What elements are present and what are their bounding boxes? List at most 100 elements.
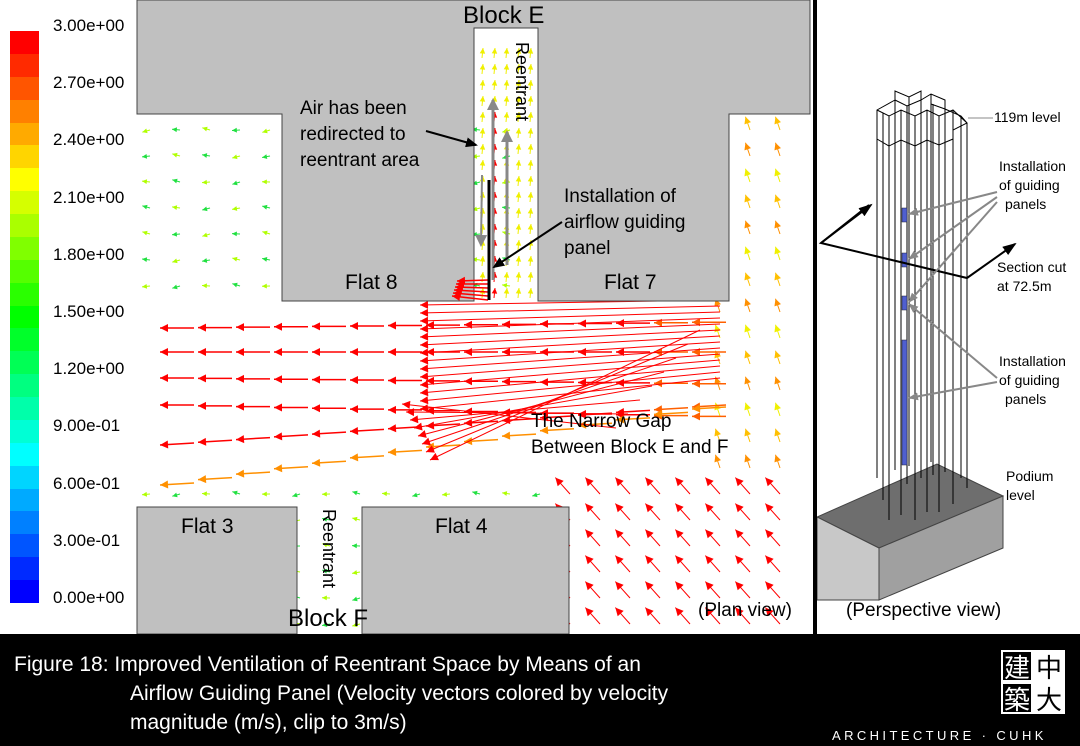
velocity-vector-head <box>654 409 663 418</box>
velocity-vector-head <box>585 477 594 487</box>
velocity-vector-head <box>540 426 549 435</box>
velocity-vector-head <box>479 256 486 262</box>
install-lower-line-2: of guiding <box>999 372 1060 388</box>
velocity-vector-head <box>479 144 486 150</box>
guiding-panel-3 <box>901 295 908 311</box>
logo-char-2: 中 <box>1033 650 1065 684</box>
velocity-vector-head <box>426 321 434 330</box>
velocity-vector-head <box>527 48 534 54</box>
velocity-vector-head <box>502 283 508 288</box>
perspective-view-drawing <box>817 90 1017 601</box>
velocity-vector-head <box>578 420 587 429</box>
velocity-vector <box>419 311 721 322</box>
velocity-vector-head <box>578 348 586 356</box>
panel-pointers-upper <box>908 191 998 303</box>
velocity-vector-head <box>420 404 429 413</box>
colorbar-tick-6: 1.20e+00 <box>53 359 125 379</box>
architecture-cuhk-wordmark: ARCHITECTURE · CUHK <box>832 728 1047 743</box>
velocity-vector-head <box>515 160 522 166</box>
velocity-vector-head <box>735 477 744 487</box>
velocity-vector <box>401 403 617 429</box>
velocity-vector-head <box>515 64 522 70</box>
colorbar-band-14 <box>10 351 39 375</box>
colorbar-band-21 <box>10 511 39 535</box>
colorbar-tick-9: 3.00e-01 <box>53 530 121 550</box>
velocity-vector-head <box>479 48 486 54</box>
velocity-vector-head <box>515 240 522 246</box>
velocity-vector-head <box>312 458 321 467</box>
velocity-vector-head <box>765 607 774 617</box>
colorbar-tick-1: 2.70e+00 <box>53 73 125 93</box>
velocity-vector-head <box>692 318 700 327</box>
panel-pointers-lower <box>908 303 998 401</box>
velocity-vector-head <box>615 581 624 591</box>
velocity-vector-head <box>479 112 486 118</box>
section-cut-start-arrow <box>820 203 873 244</box>
velocity-vector-head <box>352 543 357 549</box>
velocity-vector-head <box>198 475 207 484</box>
velocity-vector-head <box>714 324 721 333</box>
velocity-vector-head <box>615 555 624 565</box>
velocity-vector-head <box>202 179 207 185</box>
velocity-vector-head <box>236 374 244 383</box>
velocity-vector-head <box>735 581 744 591</box>
colorbar-band-8 <box>10 214 39 237</box>
velocity-vector-head <box>160 348 168 356</box>
velocity-vector-head <box>585 503 594 513</box>
velocity-vector-head <box>142 204 148 210</box>
velocity-vector-head <box>262 257 268 262</box>
velocity-vector-head <box>616 348 624 356</box>
velocity-vector-head <box>675 529 684 539</box>
velocity-vector-head <box>735 607 744 617</box>
velocity-vector-head <box>406 408 415 417</box>
velocity-vector-head <box>160 324 168 332</box>
colorbar-tick-3: 2.10e+00 <box>53 187 125 207</box>
caption-line-1: Figure 18: Improved Ventilation of Reent… <box>14 653 641 676</box>
install-lower-line-3: panels <box>1005 391 1047 407</box>
install-upper-note: Installation of guiding panels <box>999 157 1066 214</box>
velocity-vector <box>417 371 665 437</box>
velocity-vector-head <box>503 112 510 118</box>
velocity-vector-head <box>322 517 328 522</box>
velocity-vector-head <box>202 491 207 497</box>
velocity-vector-head <box>262 204 268 210</box>
velocity-vector-head <box>774 298 781 307</box>
velocity-vector <box>419 371 721 402</box>
velocity-vector-head <box>705 607 714 617</box>
velocity-vector-head <box>765 529 774 539</box>
redirect-pointer-arrow <box>425 130 478 148</box>
velocity-vector-head <box>744 350 751 359</box>
velocity-vector-head <box>735 555 744 565</box>
colorbar-band-6 <box>10 168 39 192</box>
velocity-vector-head <box>388 321 396 330</box>
velocity-vector-head <box>142 128 148 134</box>
velocity-vector-head <box>142 230 148 236</box>
velocity-vector-head <box>527 208 534 214</box>
velocity-vector-head <box>744 324 751 333</box>
velocity-vector-head <box>615 477 624 487</box>
velocity-vector-head <box>765 555 774 565</box>
velocity-vector-head <box>479 128 486 134</box>
colorbar-band-12 <box>10 305 39 329</box>
velocity-vector-head <box>675 555 684 565</box>
velocity-vector-head <box>540 413 549 422</box>
redirect-note-line-1: Air has been <box>300 98 407 119</box>
velocity-vector-head <box>744 246 751 255</box>
velocity-vector-head <box>142 491 148 497</box>
velocity-vector-head <box>312 322 320 331</box>
colorbar-band-18 <box>10 442 39 466</box>
velocity-vector-head <box>202 283 207 289</box>
velocity-vector-head <box>503 96 510 102</box>
velocity-vector-head <box>420 340 429 349</box>
velocity-vector-head <box>744 194 751 203</box>
velocity-vector-head <box>585 529 594 539</box>
velocity-vector-head <box>420 380 429 389</box>
velocity-vector-head <box>202 232 208 238</box>
velocity-vector-head <box>515 112 522 118</box>
flat-4-label: Flat 4 <box>435 515 488 538</box>
velocity-vector-head <box>388 405 396 414</box>
velocity-vector-head <box>502 348 510 356</box>
velocity-vector-head <box>420 316 429 325</box>
velocity-vector <box>413 385 653 429</box>
